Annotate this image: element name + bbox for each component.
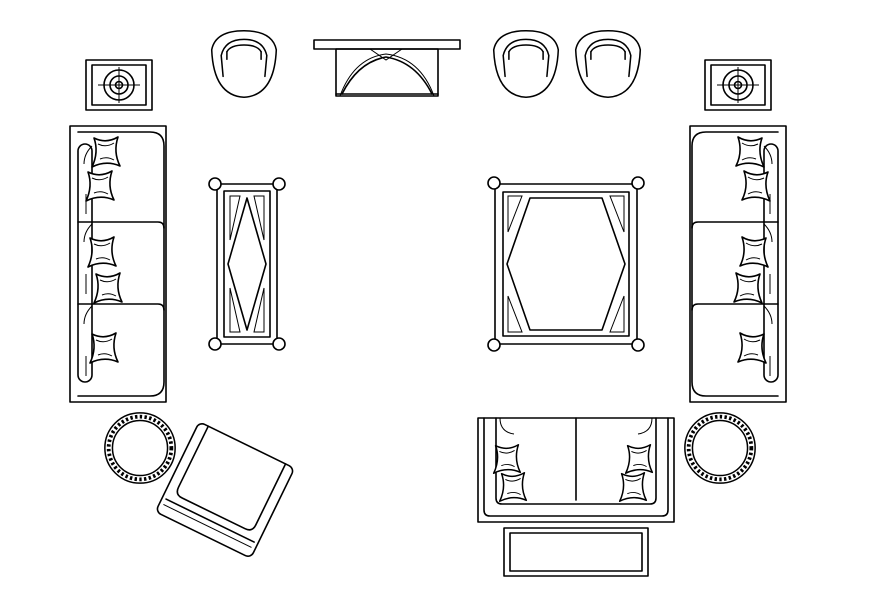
cushion <box>739 236 769 268</box>
chair-top-2 <box>492 30 560 99</box>
armchair-rotated <box>156 423 294 557</box>
coffee-table-square <box>487 176 645 352</box>
cushion <box>741 170 771 202</box>
cushion <box>85 170 115 202</box>
chair-top-3 <box>574 30 642 99</box>
round-side-table-left <box>102 410 178 486</box>
bench-bottom <box>503 527 649 577</box>
lamp-table-right <box>704 59 772 111</box>
cushion <box>735 136 765 168</box>
cushion <box>737 332 767 364</box>
cushion <box>492 443 522 475</box>
coffee-table-narrow <box>208 177 286 351</box>
cushion <box>624 443 654 475</box>
loveseat-bottom <box>477 417 675 523</box>
lamp-table-left <box>85 59 153 111</box>
cushion <box>618 471 648 503</box>
sofa-right <box>689 125 787 403</box>
cushion <box>87 236 117 268</box>
cushion <box>91 136 121 168</box>
cushion <box>93 272 123 304</box>
chair-top-1 <box>210 30 278 99</box>
console-table-top <box>313 39 461 97</box>
cushion <box>498 471 528 503</box>
cushion <box>733 272 763 304</box>
cushion <box>89 332 119 364</box>
sofa-left <box>69 125 167 403</box>
round-side-table-right <box>682 410 758 486</box>
